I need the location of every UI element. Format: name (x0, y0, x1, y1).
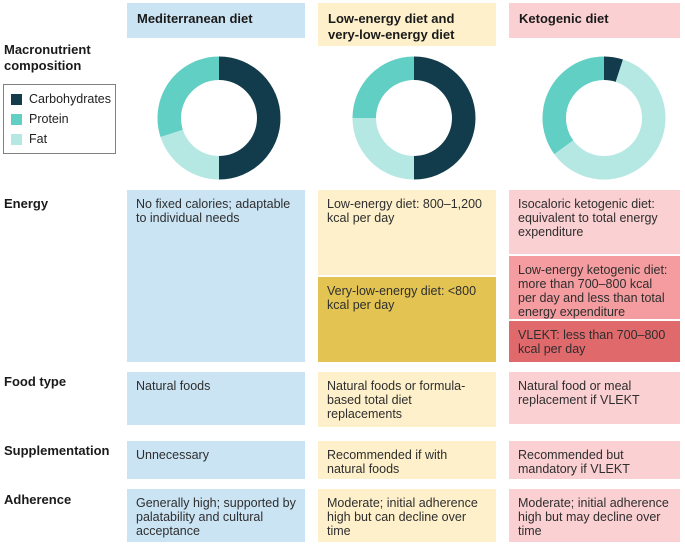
energy-cell-very-low-energy-diet: Very-low-energy diet: <800 kcal per day (318, 277, 496, 362)
row-label-adherence: Adherence (4, 492, 72, 507)
column-header-ketogenic: Ketogenic diet (509, 3, 680, 38)
legend-item-fat: Fat (11, 132, 108, 146)
donut-chart-mediterranean (157, 56, 281, 180)
adherence-cell-ketogenic: Moderate; initial adherence high but may… (509, 489, 680, 542)
legend-item-protein: Protein (11, 112, 108, 126)
column-header-mediterranean: Mediterranean diet (127, 3, 305, 38)
donut-segment-fat (160, 129, 219, 180)
donut-segment-protein (157, 56, 219, 137)
carbohydrates-swatch-icon (11, 93, 22, 105)
row-label-macronutrient-composition: Macronutrient composition (4, 42, 91, 74)
legend-label: Protein (29, 112, 69, 126)
energy-cell-low-energy-ketogenic: Low-energy ketogenic diet: more than 700… (509, 256, 680, 319)
legend-label: Carbohydrates (29, 92, 111, 106)
supplementation-cell-ketogenic: Recommended but mandatory if VLEKT (509, 441, 680, 479)
row-label-food-type: Food type (4, 374, 67, 389)
protein-swatch-icon (11, 113, 22, 125)
donut-segment-carbohydrates (414, 56, 476, 180)
row-label-energy: Energy (4, 196, 49, 211)
supplementation-cell-mediterranean: Unnecessary (127, 441, 305, 479)
fat-swatch-icon (11, 133, 22, 145)
energy-cell-low-energy-diet: Low-energy diet: 800–1,200 kcal per day (318, 190, 496, 275)
food-type-cell-mediterranean: Natural foods (127, 372, 305, 425)
legend-item-carbohydrates: Carbohydrates (11, 92, 111, 106)
column-header-low-energy: Low-energy diet and very-low-energy diet (318, 3, 496, 46)
energy-cell-isocaloric-ketogenic: Isocaloric ketogenic diet: equivalent to… (509, 190, 680, 254)
food-type-cell-ketogenic: Natural food or meal replacement if VLEK… (509, 372, 680, 424)
supplementation-cell-low-energy: Recommended if with natural foods (318, 441, 496, 479)
donut-segment-carbohydrates (219, 56, 281, 180)
energy-cell-vlekt: VLEKT: less than 700–800 kcal per day (509, 321, 680, 362)
donut-segment-protein (542, 56, 604, 155)
adherence-cell-low-energy: Moderate; initial adherence high but can… (318, 489, 496, 542)
donut-segment-fat (554, 59, 666, 180)
donut-chart-low-energy (352, 56, 476, 180)
donut-segment-fat (352, 118, 414, 180)
legend-label: Fat (29, 132, 48, 146)
food-type-cell-low-energy: Natural foods or formula-based total die… (318, 372, 496, 427)
donut-segment-carbohydrates (604, 56, 623, 82)
macronutrient-legend: Carbohydrates Protein Fat (3, 84, 116, 154)
donut-segment-protein (352, 56, 414, 118)
adherence-cell-mediterranean: Generally high; supported by palatabilit… (127, 489, 305, 542)
donut-chart-ketogenic (542, 56, 666, 180)
row-label-supplementation: Supplementation (4, 443, 110, 458)
energy-cell-mediterranean: No fixed calories; adaptable to individu… (127, 190, 305, 362)
